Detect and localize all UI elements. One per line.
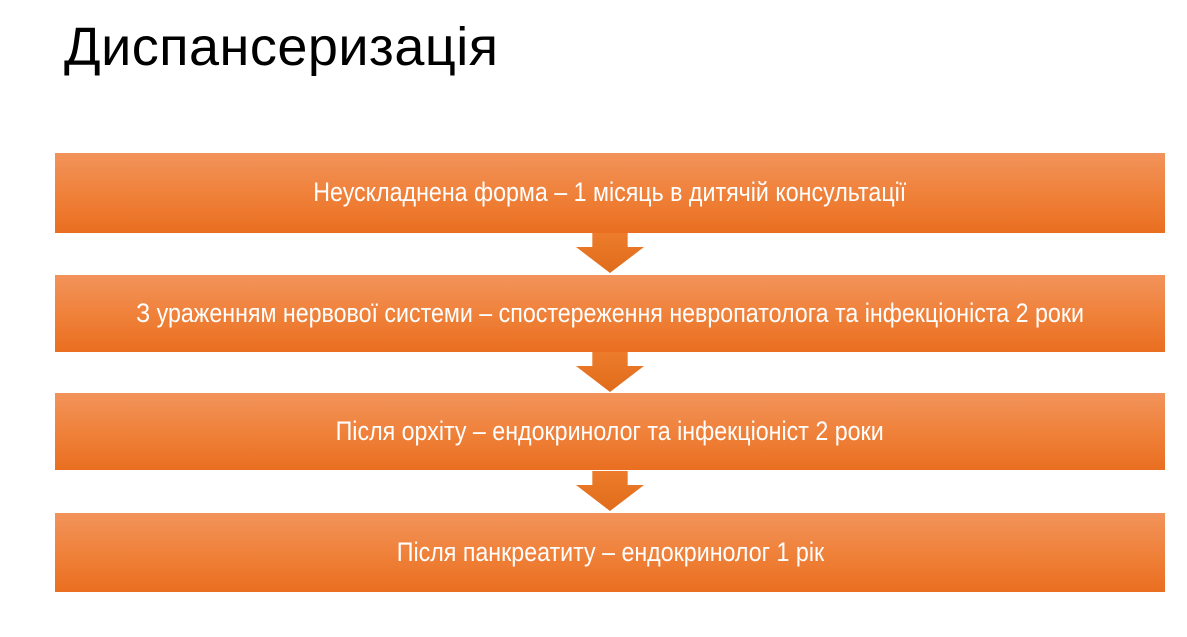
flow-step-label: З ураженням нервової системи – спостереж… bbox=[136, 297, 1084, 328]
flow-step-label: Після панкреатиту – ендокринолог 1 рік bbox=[396, 536, 824, 567]
flow-step: Після панкреатиту – ендокринолог 1 рік bbox=[55, 513, 1165, 592]
flow-step: Після орхіту – ендокринолог та інфекціон… bbox=[55, 393, 1165, 470]
down-arrow-icon bbox=[576, 233, 644, 273]
flow-step-label: Після орхіту – ендокринолог та інфекціон… bbox=[335, 415, 885, 446]
slide-title: Диспансеризація bbox=[64, 17, 499, 77]
flow-step: З ураженням нервової системи – спостереж… bbox=[55, 275, 1165, 352]
down-arrow-icon bbox=[576, 352, 644, 392]
flow-step: Неускладнена форма – 1 місяць в дитячій … bbox=[55, 153, 1165, 233]
down-arrow-icon bbox=[576, 471, 644, 511]
flow-step-label: Неускладнена форма – 1 місяць в дитячій … bbox=[313, 177, 907, 208]
